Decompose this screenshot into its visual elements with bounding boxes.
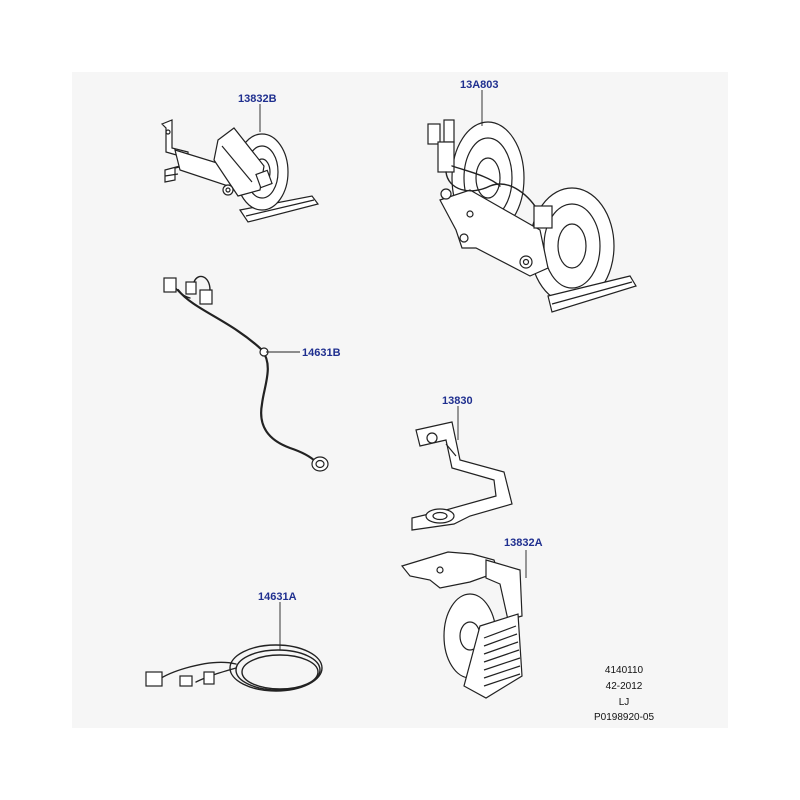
label-13832a: 13832A — [504, 537, 543, 549]
footer-ref: P0198920-05 — [593, 712, 655, 723]
horn-13a803 — [427, 119, 637, 313]
harness-14631b — [163, 275, 329, 472]
footer-initials: LJ — [618, 697, 630, 708]
label-13a803: 13A803 — [460, 79, 499, 91]
harness-14631a — [145, 644, 323, 692]
label-14631b: 14631B — [302, 347, 341, 359]
label-13832b: 13832B — [238, 93, 277, 105]
footer-code2: 42-2012 — [605, 681, 643, 692]
label-13830: 13830 — [442, 395, 473, 407]
horn-13832b — [160, 119, 320, 223]
bracket-13830 — [411, 421, 513, 531]
horn-13832a — [400, 551, 523, 699]
label-14631a: 14631A — [258, 591, 297, 603]
diagram-panel — [72, 72, 728, 728]
footer-code1: 4140110 — [604, 665, 644, 676]
